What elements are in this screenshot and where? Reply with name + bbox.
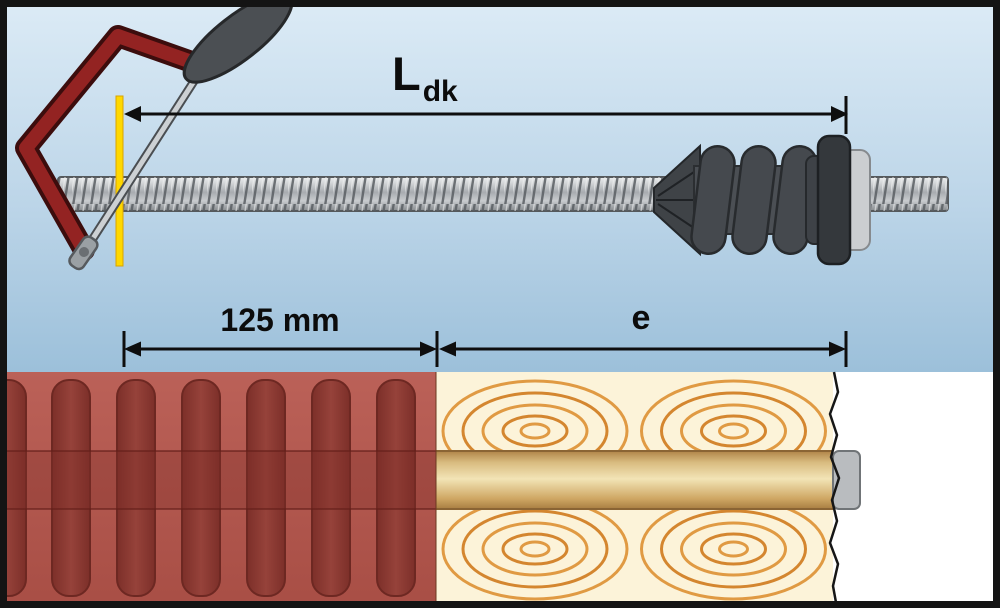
broken-edge-area: [828, 371, 996, 608]
cut-mark: [115, 95, 124, 267]
hacksaw: [15, 0, 294, 271]
insulation-anchor: [653, 134, 871, 266]
saw-handle: [182, 0, 294, 84]
brick-perforations: [0, 379, 416, 597]
dimension-ldk: [124, 96, 848, 134]
brick-drill-hole: [0, 450, 436, 510]
insulation-drill-hole: [436, 450, 833, 510]
depth-125-label: 125 mm: [220, 302, 340, 338]
length-symbol: L: [392, 47, 421, 100]
dimension-e: [439, 331, 848, 367]
depth-e-label: e: [631, 299, 651, 337]
saw-frame: [19, 29, 210, 257]
length-label: Ldk: [392, 50, 458, 107]
jagged-edge-line: [828, 371, 841, 608]
insulation-section: [435, 372, 833, 608]
drill-hole-stub: [832, 450, 861, 510]
brick-section: [0, 372, 436, 608]
saw-tension-screw: [68, 235, 99, 271]
dimension-125mm: [122, 331, 439, 367]
length-subscript: dk: [422, 75, 458, 108]
anchor-disc: [816, 134, 852, 266]
